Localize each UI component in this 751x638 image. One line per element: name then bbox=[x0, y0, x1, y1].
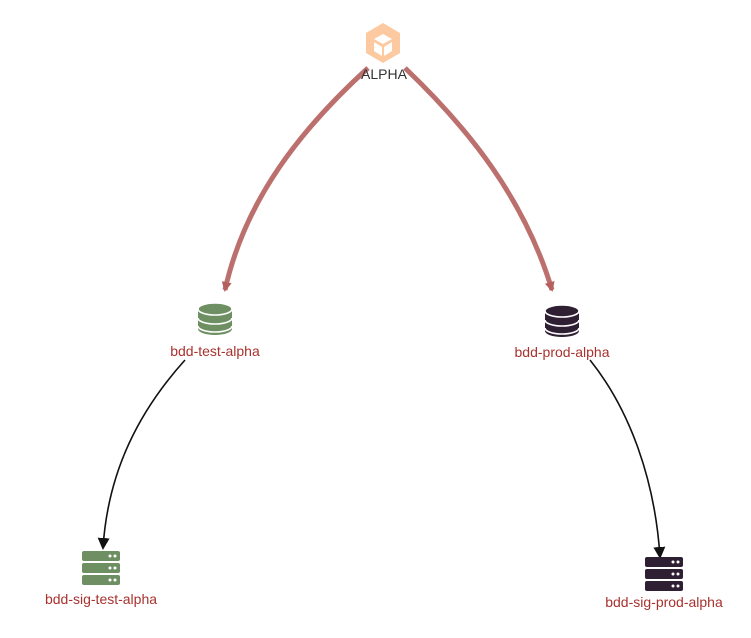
node-bdd-sig-test-alpha[interactable]: bdd-sig-test-alpha bbox=[45, 551, 157, 607]
node-bdd-prod-alpha-label: bdd-prod-alpha bbox=[515, 344, 610, 360]
edge-alpha-to-prod bbox=[403, 66, 555, 292]
node-bdd-test-alpha[interactable]: bdd-test-alpha bbox=[170, 302, 260, 359]
node-alpha[interactable]: ALPHA bbox=[361, 23, 408, 82]
database-icon bbox=[544, 304, 580, 337]
cube-icon bbox=[366, 23, 400, 63]
node-bdd-sig-prod-alpha[interactable]: bdd-sig-prod-alpha bbox=[605, 557, 723, 610]
edge-alpha-to-test bbox=[221, 66, 370, 292]
node-bdd-sig-test-alpha-label: bdd-sig-test-alpha bbox=[45, 591, 157, 607]
server-icon bbox=[645, 557, 683, 591]
node-bdd-test-alpha-label: bdd-test-alpha bbox=[170, 343, 260, 359]
server-icon bbox=[82, 551, 120, 585]
database-icon bbox=[197, 302, 233, 335]
edge-prod-to-sig-prod bbox=[589, 359, 666, 559]
node-bdd-prod-alpha[interactable]: bdd-prod-alpha bbox=[515, 304, 610, 360]
node-bdd-sig-prod-alpha-label: bdd-sig-prod-alpha bbox=[605, 594, 723, 610]
edge-test-to-sig-test bbox=[97, 359, 186, 550]
node-alpha-label: ALPHA bbox=[361, 66, 408, 82]
